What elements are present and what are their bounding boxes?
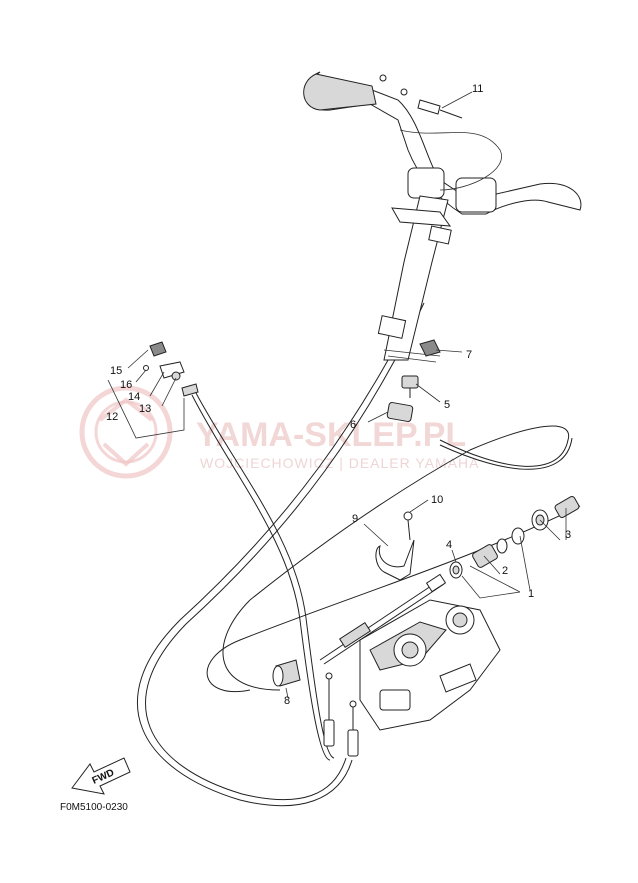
callout-2: 2 <box>502 565 508 577</box>
callouts: 11 7 5 6 10 9 4 2 1 3 8 15 16 14 13 12 <box>106 83 571 707</box>
carburetor <box>359 599 501 731</box>
callout-16: 16 <box>120 379 132 391</box>
callout-12: 12 <box>106 411 118 423</box>
part-11 <box>379 74 463 119</box>
callout-4: 4 <box>446 539 452 551</box>
callout-8: 8 <box>284 695 290 707</box>
part-5 <box>401 375 419 398</box>
part-3 <box>554 496 580 518</box>
part-8 <box>272 659 301 687</box>
steering-column <box>377 195 452 363</box>
watermark-logo <box>79 385 173 479</box>
fwd-arrow-icon: FWD <box>71 757 131 795</box>
adjuster-assembly <box>319 573 447 665</box>
part-9 <box>375 539 415 581</box>
throttle-cable <box>137 299 425 807</box>
parts-12-16 <box>143 341 199 397</box>
callout-6: 6 <box>350 419 356 431</box>
part-6 <box>386 402 414 422</box>
watermark-tagline: WOJCIECHOWICZ | DEALER YAMAHA <box>200 455 479 471</box>
callout-13: 13 <box>139 403 151 415</box>
part-4 <box>449 561 463 579</box>
leader-lines <box>107 91 567 699</box>
choke-cable <box>222 425 573 691</box>
watermark-brand: YAMA-SKLEP.PL <box>196 416 466 454</box>
handlebar <box>303 71 582 215</box>
part-1-nuts <box>511 509 549 545</box>
diagram-code: F0M5100-0230 <box>60 802 128 813</box>
callout-15: 15 <box>110 365 122 377</box>
part-2 <box>472 538 508 568</box>
part-7 <box>419 339 441 357</box>
callout-11: 11 <box>472 83 483 95</box>
part-10 <box>403 511 413 541</box>
callout-5: 5 <box>444 399 450 411</box>
callout-14: 14 <box>128 391 140 403</box>
watermark: YAMA-SKLEP.PL WOJCIECHOWICZ | DEALER YAM… <box>79 385 479 479</box>
cable-end-fittings <box>323 672 359 757</box>
callout-7: 7 <box>466 349 472 361</box>
callout-3: 3 <box>565 529 571 541</box>
callout-10: 10 <box>431 494 443 506</box>
callout-9: 9 <box>352 513 358 525</box>
callout-1: 1 <box>528 588 534 600</box>
